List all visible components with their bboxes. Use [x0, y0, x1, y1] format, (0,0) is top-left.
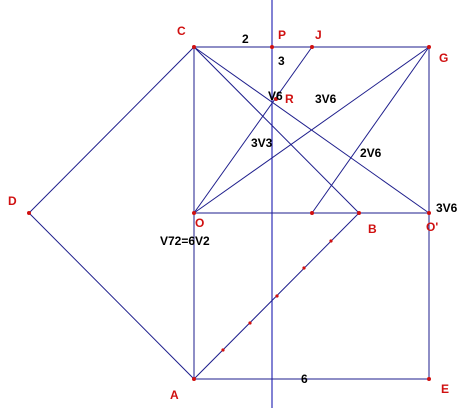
- label-o: O: [195, 216, 204, 230]
- length-label-jo: 2V6: [360, 146, 382, 160]
- point-j: [310, 45, 314, 49]
- point-e: [427, 377, 431, 381]
- ab-tick-point: [329, 239, 333, 243]
- length-label-ao: V72=6V2: [160, 234, 210, 248]
- label-p: P: [278, 28, 286, 42]
- length-label-pr-short: 3: [278, 54, 285, 68]
- label-j: J: [315, 28, 322, 42]
- label-e: E: [441, 382, 449, 396]
- point-d: [27, 211, 31, 215]
- point-o-prime: [427, 211, 431, 215]
- segment-jo: [193, 46, 313, 214]
- square-oo-ea: [193, 212, 430, 380]
- label-a: A: [170, 388, 179, 402]
- segment-g-to-m: [311, 46, 430, 214]
- point-b: [357, 211, 361, 215]
- point-o: [192, 211, 196, 215]
- vertex-points: [27, 45, 431, 381]
- point-m: [310, 211, 314, 215]
- label-o-prime: O': [426, 220, 438, 234]
- label-b: B: [368, 222, 377, 236]
- point-a: [192, 377, 196, 381]
- ab-tick-point: [248, 321, 252, 325]
- length-label-rg: 3V6: [315, 92, 337, 106]
- label-c: C: [177, 24, 186, 38]
- length-label-cp: 2: [242, 32, 249, 46]
- length-label-or: 3V3: [251, 136, 273, 150]
- label-g: G: [439, 51, 448, 65]
- length-label-go: 3V6: [436, 201, 458, 215]
- label-d: D: [8, 194, 17, 208]
- point-g: [427, 45, 431, 49]
- ab-tick-point: [221, 348, 225, 352]
- ab-tick-point: [275, 294, 279, 298]
- ab-tick-point: [302, 266, 306, 270]
- length-label-v6: V6: [268, 89, 283, 103]
- length-label-ae: 6: [301, 372, 308, 386]
- ab-tick-points: [221, 239, 333, 352]
- segment-go: [193, 46, 430, 214]
- point-p: [270, 45, 274, 49]
- point-r: [274, 97, 278, 101]
- point-c: [192, 45, 196, 49]
- label-r: R: [285, 92, 294, 106]
